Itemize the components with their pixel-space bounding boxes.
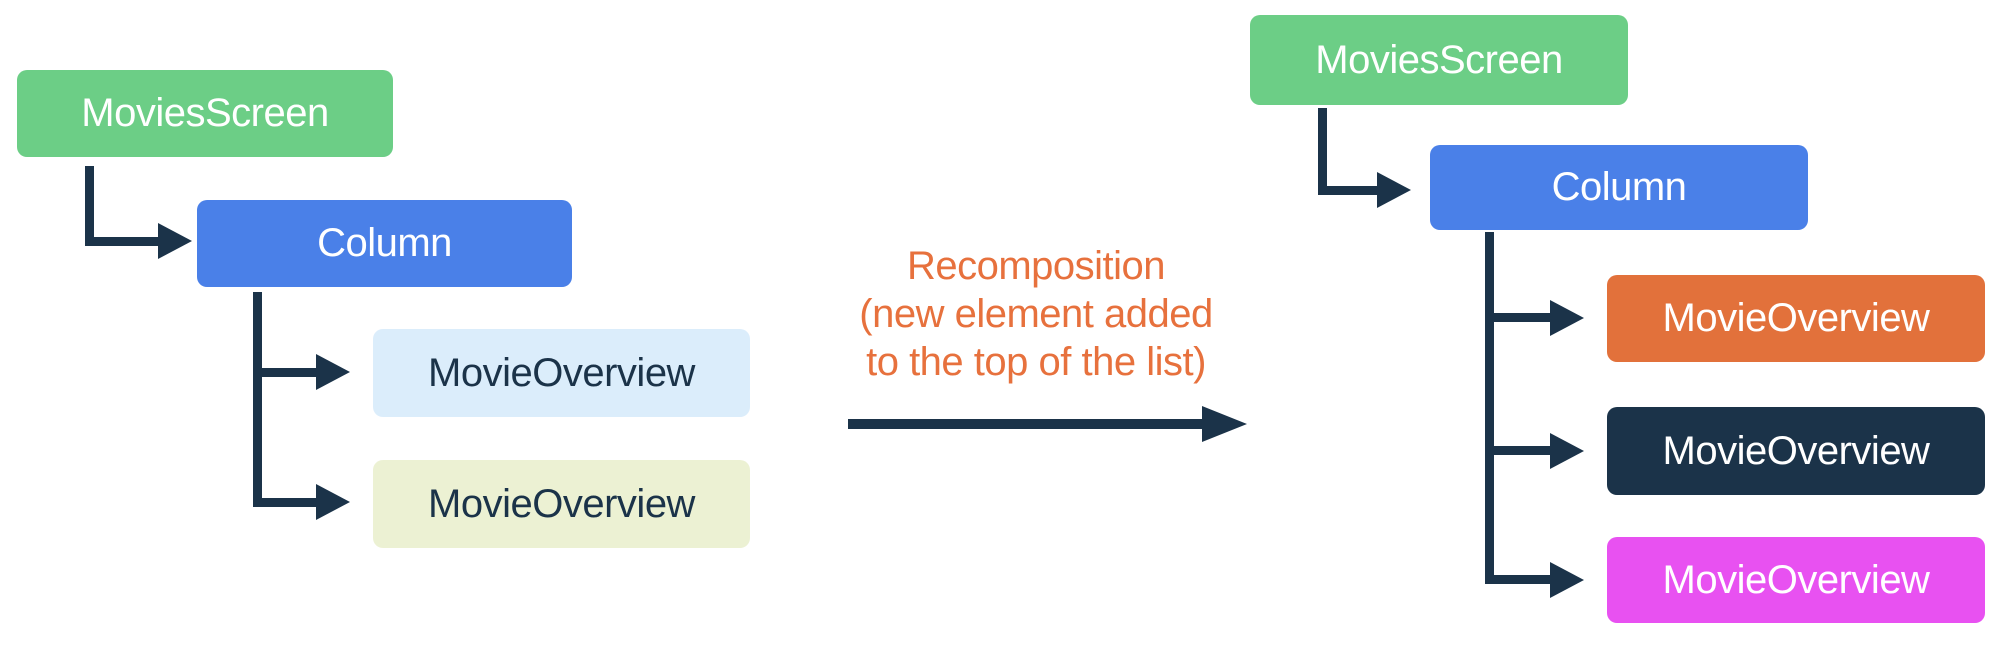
before-arrowhead-child2-icon [316,484,350,520]
before-connector-root-vertical [85,166,94,246]
before-node-column: Column [197,200,572,287]
before-connector-child2-horizontal [253,498,318,507]
after-connector-root-vertical [1318,108,1327,195]
recomposition-arrow-shaft [848,419,1204,429]
before-connector-child1-horizontal [253,368,318,377]
after-arrowhead-child2-icon [1550,433,1584,469]
after-node-movieoverview-3: MovieOverview [1607,537,1985,623]
after-arrowhead-root-icon [1377,172,1411,208]
before-arrowhead-child1-icon [316,354,350,390]
after-arrowhead-child3-icon [1550,562,1584,598]
after-connector-child3-horizontal [1485,575,1550,584]
before-arrowhead-root-icon [158,223,192,259]
after-node-movieoverview-2: MovieOverview [1607,407,1985,495]
recomposition-label-line2: (new element added [859,292,1213,336]
after-connector-root-horizontal [1318,186,1377,195]
recomposition-label-line3: to the top of the list) [866,340,1206,384]
after-arrowhead-child1-icon [1550,300,1584,336]
after-connector-child2-horizontal [1485,446,1550,455]
recomposition-arrowhead-icon [1202,406,1247,442]
before-connector-column-vertical [253,292,262,507]
after-node-moviesscreen: MoviesScreen [1250,15,1628,105]
recomposition-label-line1: Recomposition [906,244,1166,288]
after-node-movieoverview-1: MovieOverview [1607,275,1985,362]
after-connector-child1-horizontal [1485,313,1550,322]
before-node-movieoverview-1: MovieOverview [373,329,750,417]
before-node-movieoverview-2: MovieOverview [373,460,750,548]
before-node-moviesscreen: MoviesScreen [17,70,393,157]
after-connector-column-vertical [1485,232,1494,584]
recomposition-label: Recomposition (new element added to the … [836,242,1236,386]
before-connector-root-horizontal [85,237,162,246]
after-node-column: Column [1430,145,1808,230]
